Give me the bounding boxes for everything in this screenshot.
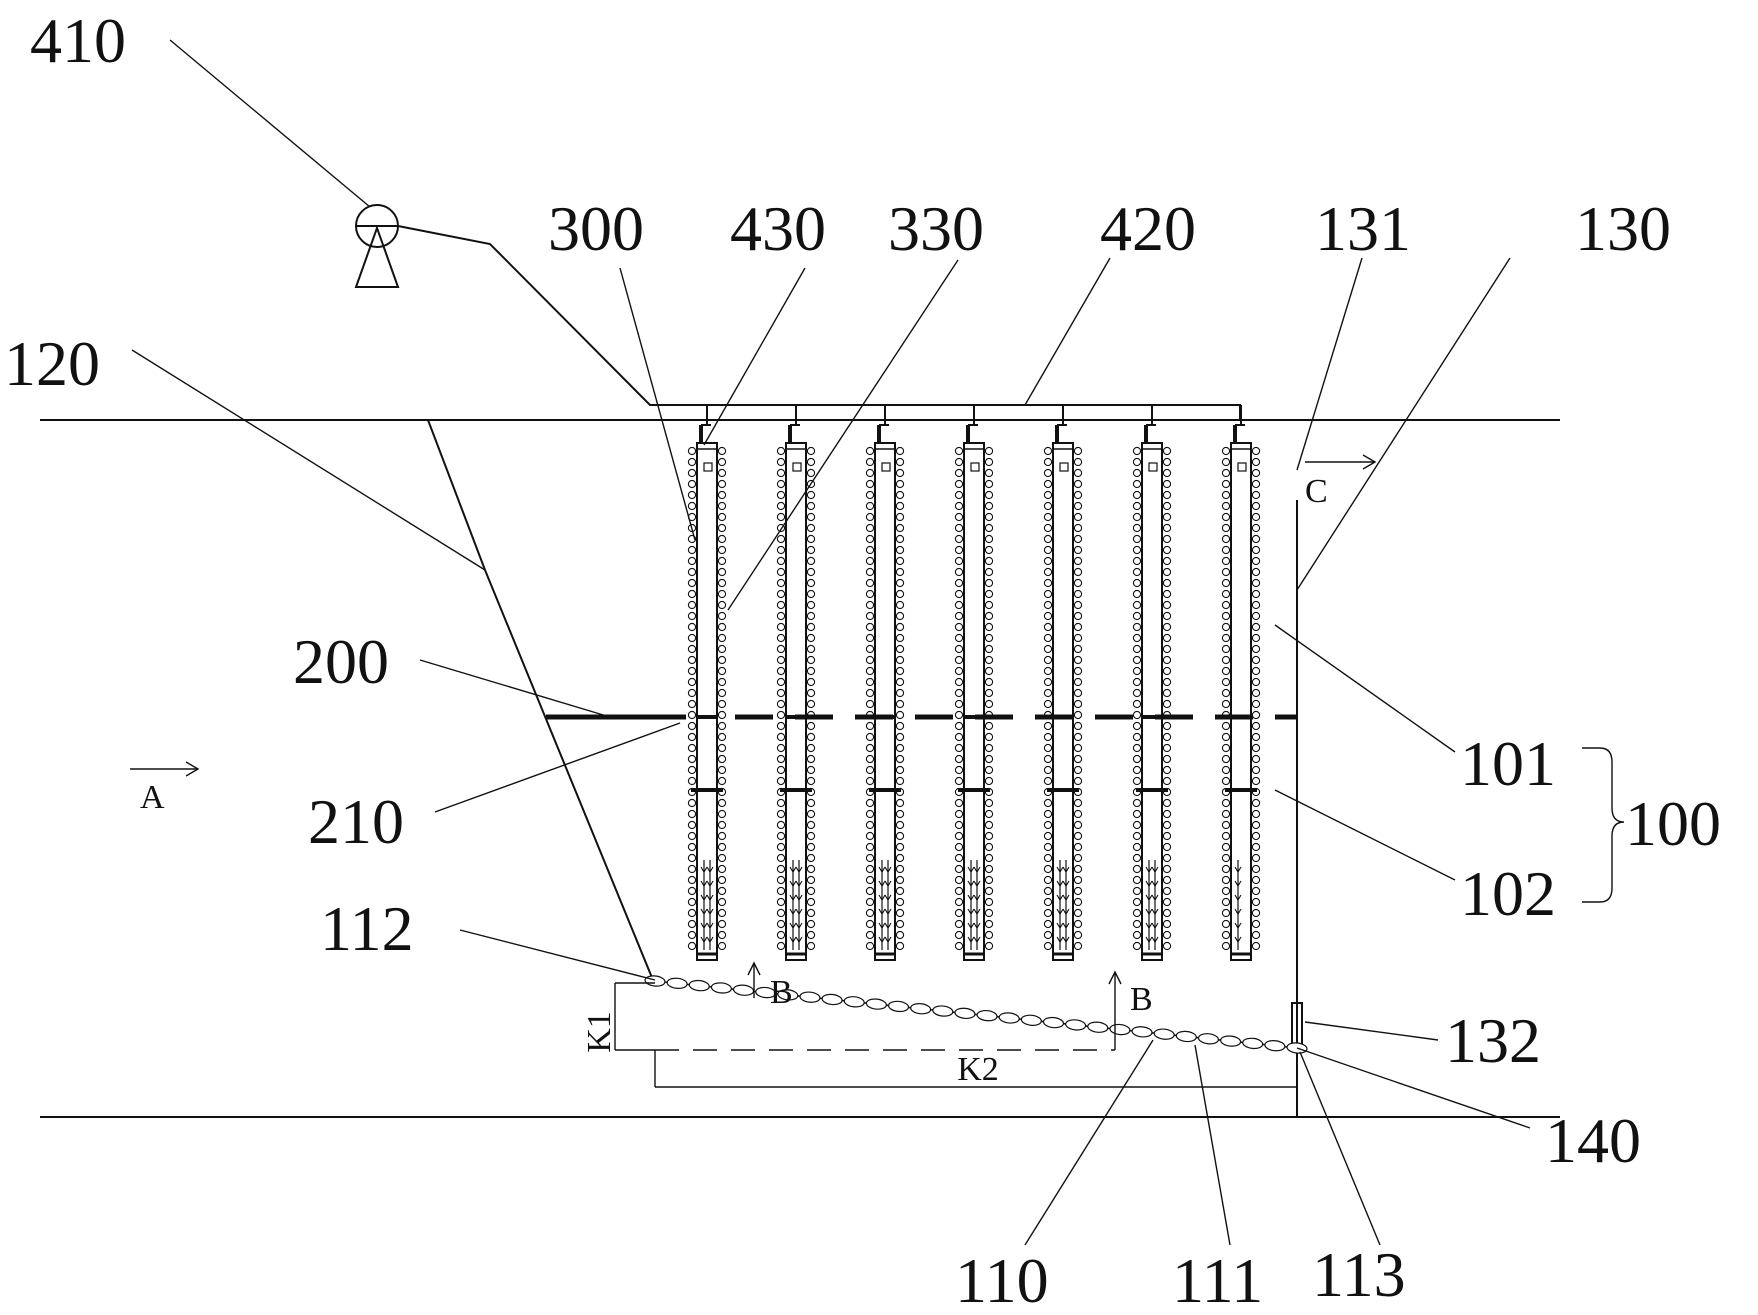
membrane-tube — [1043, 405, 1083, 961]
aeration-bubble — [1264, 1040, 1286, 1052]
membrane-tube — [776, 405, 816, 961]
membrane-tube — [687, 405, 727, 961]
label-113: 113 — [1312, 1239, 1406, 1310]
marker-k2: K2 — [957, 1051, 999, 1088]
label-140: 140 — [1545, 1105, 1641, 1176]
label-131: 131 — [1315, 193, 1411, 264]
label-102: 102 — [1460, 858, 1556, 929]
label-132: 132 — [1445, 1005, 1541, 1076]
sloped-wall — [427, 419, 656, 986]
marker-c: C — [1305, 473, 1328, 510]
label-330: 330 — [888, 193, 984, 264]
aeration-bubble — [1109, 1023, 1131, 1036]
aeration-bubble — [1020, 1014, 1042, 1026]
aeration-bubble — [1242, 1037, 1264, 1050]
aeration-bubble — [1131, 1026, 1153, 1038]
label-100: 100 — [1625, 788, 1721, 859]
aeration-bubble — [821, 993, 843, 1006]
aeration-bubble — [910, 1003, 932, 1015]
label-200: 200 — [293, 626, 389, 697]
aeration-bubble — [755, 986, 777, 999]
flow-arrow-b1 — [747, 961, 761, 998]
aeration-bubble — [1042, 1016, 1065, 1029]
label-120: 120 — [4, 328, 100, 399]
aeration-bubble — [887, 1000, 910, 1013]
aeration-bubble — [976, 1009, 998, 1022]
aeration-bubble — [932, 1005, 954, 1017]
flow-arrow-c — [1305, 454, 1377, 470]
aeration-bubble — [1220, 1035, 1242, 1047]
membrane-tubes — [687, 405, 1261, 961]
aeration-bubble — [644, 975, 666, 987]
aeration-bubble — [954, 1007, 976, 1020]
membrane-tube — [1221, 405, 1261, 961]
aeration-bubble — [777, 989, 799, 1001]
marker-a: A — [140, 779, 165, 816]
aeration-bubble — [843, 996, 865, 1008]
aeration-bubble — [1175, 1030, 1197, 1043]
flow-arrow-b2 — [1108, 970, 1122, 1050]
aeration-bubble — [1197, 1033, 1220, 1045]
aeration-bubble — [1153, 1028, 1175, 1040]
aeration-bubble — [1087, 1021, 1109, 1033]
brace-100 — [1582, 747, 1625, 903]
label-130: 130 — [1575, 193, 1671, 264]
flow-arrow-a — [130, 761, 200, 777]
pump-icon — [354, 204, 400, 288]
marker-k1: K1 — [581, 1011, 618, 1053]
label-430: 430 — [730, 193, 826, 264]
label-410: 410 — [30, 5, 126, 76]
aeration-bubble — [710, 982, 732, 994]
label-101: 101 — [1460, 728, 1556, 799]
label-111: 111 — [1172, 1245, 1263, 1315]
aeration-bubble — [666, 977, 688, 989]
aeration-bubble — [688, 979, 710, 992]
label-300: 300 — [548, 193, 644, 264]
aeration-bubble — [998, 1012, 1020, 1024]
marker-b2: B — [1130, 981, 1153, 1018]
marker-b1: B — [770, 974, 793, 1011]
label-420: 420 — [1100, 193, 1196, 264]
aeration-pipe — [644, 975, 1308, 1054]
leader-lines — [131, 39, 1531, 1246]
membrane-tube — [865, 405, 905, 961]
label-112: 112 — [320, 893, 414, 964]
aeration-bubble — [799, 991, 821, 1003]
membrane-tube — [1132, 405, 1172, 961]
label-210: 210 — [308, 786, 404, 857]
label-110: 110 — [955, 1245, 1049, 1315]
aeration-bubble — [1065, 1019, 1087, 1031]
membrane-tube — [954, 405, 994, 961]
aeration-bubble — [732, 984, 755, 996]
aeration-bubble — [865, 998, 887, 1010]
